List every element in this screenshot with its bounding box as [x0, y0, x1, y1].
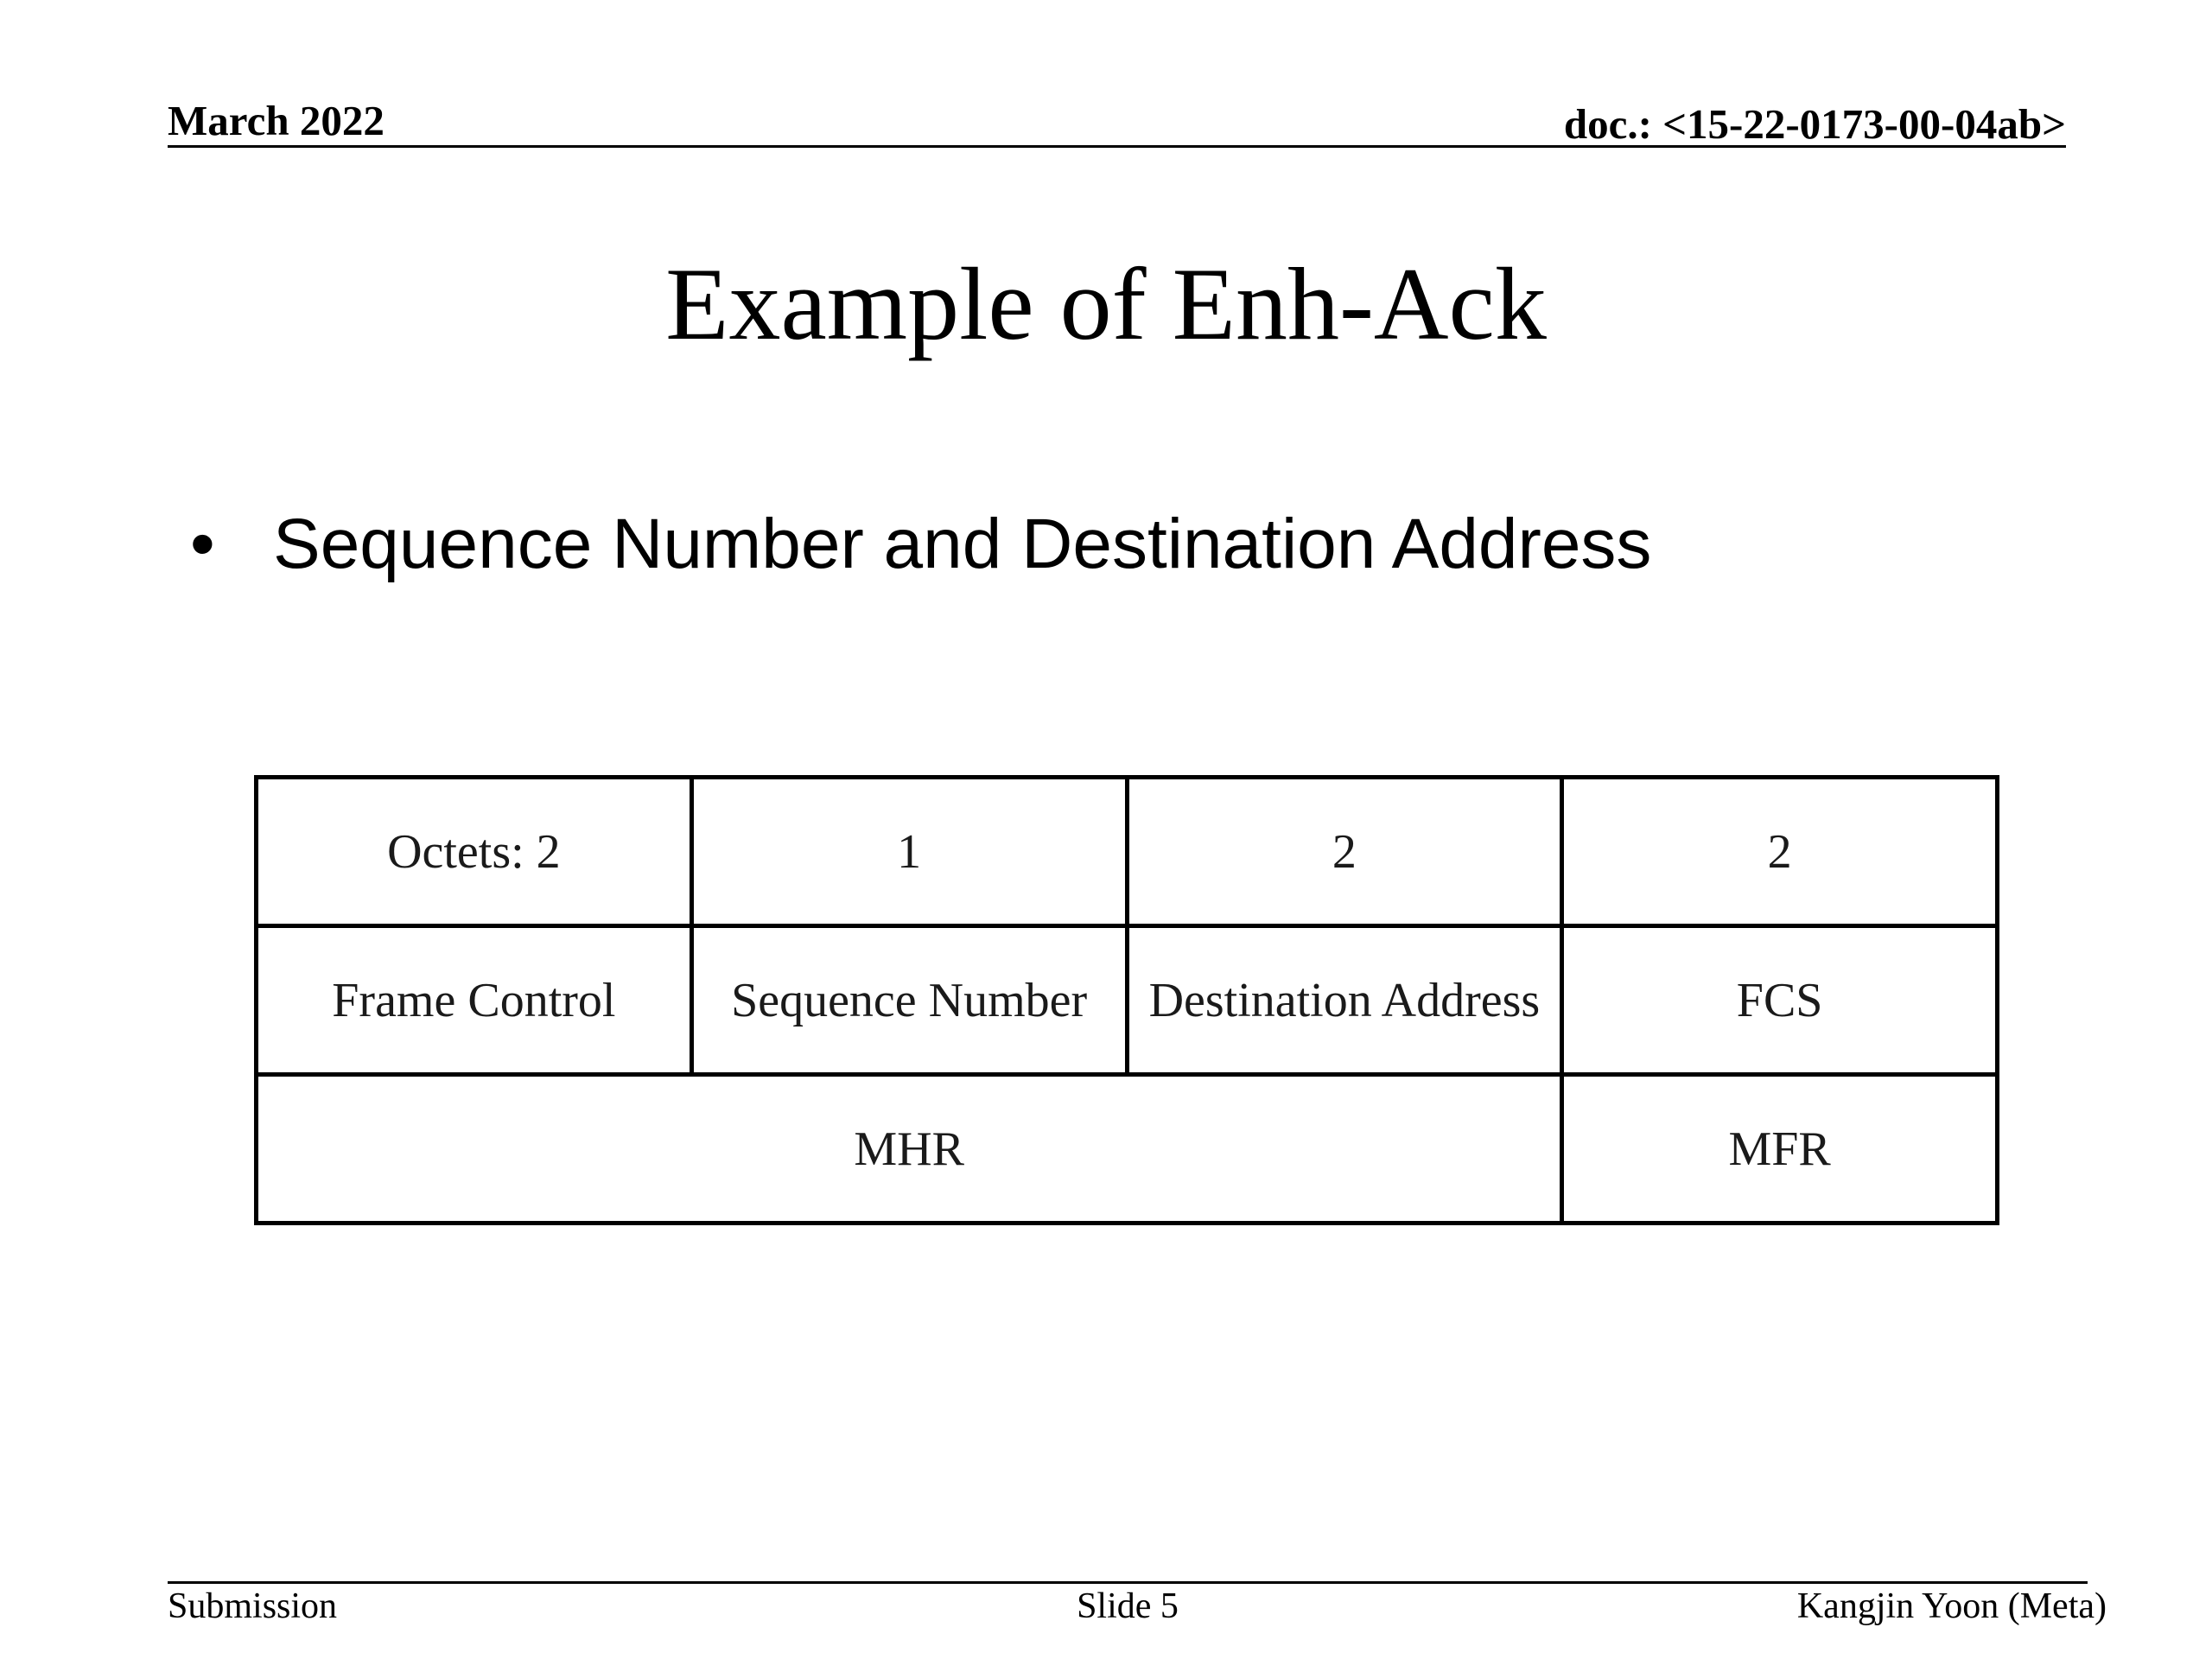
field-cell-frame-control: Frame Control — [254, 924, 694, 1077]
header-doc-id: doc.: <15-22-0173-00-04ab> — [1563, 100, 2066, 148]
field-cell-sequence-number: Sequence Number — [689, 924, 1129, 1077]
field-cell-fcs: FCS — [1560, 924, 1999, 1077]
octets-cell-fcs: 2 — [1560, 775, 1999, 928]
frame-format-table: Octets: 2 1 2 2 Frame Control Sequence N… — [253, 775, 1999, 1225]
footer-slide-number: Slide 5 — [1077, 1586, 1179, 1626]
groups-row: MHR MFR — [253, 1072, 1999, 1225]
octets-cell-frame-control: Octets: 2 — [254, 775, 694, 928]
footer-author: Kangjin Yoon (Meta) — [1796, 1586, 2107, 1626]
footer-submission: Submission — [168, 1586, 338, 1626]
fields-row: Frame Control Sequence Number Destinatio… — [254, 924, 1999, 1077]
group-cell-mhr: MHR — [253, 1072, 1565, 1225]
octets-row: Octets: 2 1 2 2 — [254, 775, 1999, 928]
octets-cell-sequence-number: 1 — [689, 775, 1129, 928]
bullet-marker: • — [190, 505, 215, 583]
field-cell-destination-address: Destination Address — [1124, 924, 1565, 1077]
group-cell-mfr: MFR — [1560, 1072, 1999, 1225]
header-date: March 2022 — [168, 97, 385, 144]
header-divider — [168, 145, 2066, 148]
bullet-text: Sequence Number and Destination Address — [273, 505, 1652, 583]
octets-cell-destination-address: 2 — [1124, 775, 1565, 928]
bullet-item: • Sequence Number and Destination Address — [190, 501, 1651, 588]
slide-title: Example of Enh-Ack — [665, 246, 1547, 361]
frame-format-table-container: Octets: 2 1 2 2 Frame Control Sequence N… — [253, 775, 1999, 1225]
footer-divider — [168, 1581, 2088, 1584]
